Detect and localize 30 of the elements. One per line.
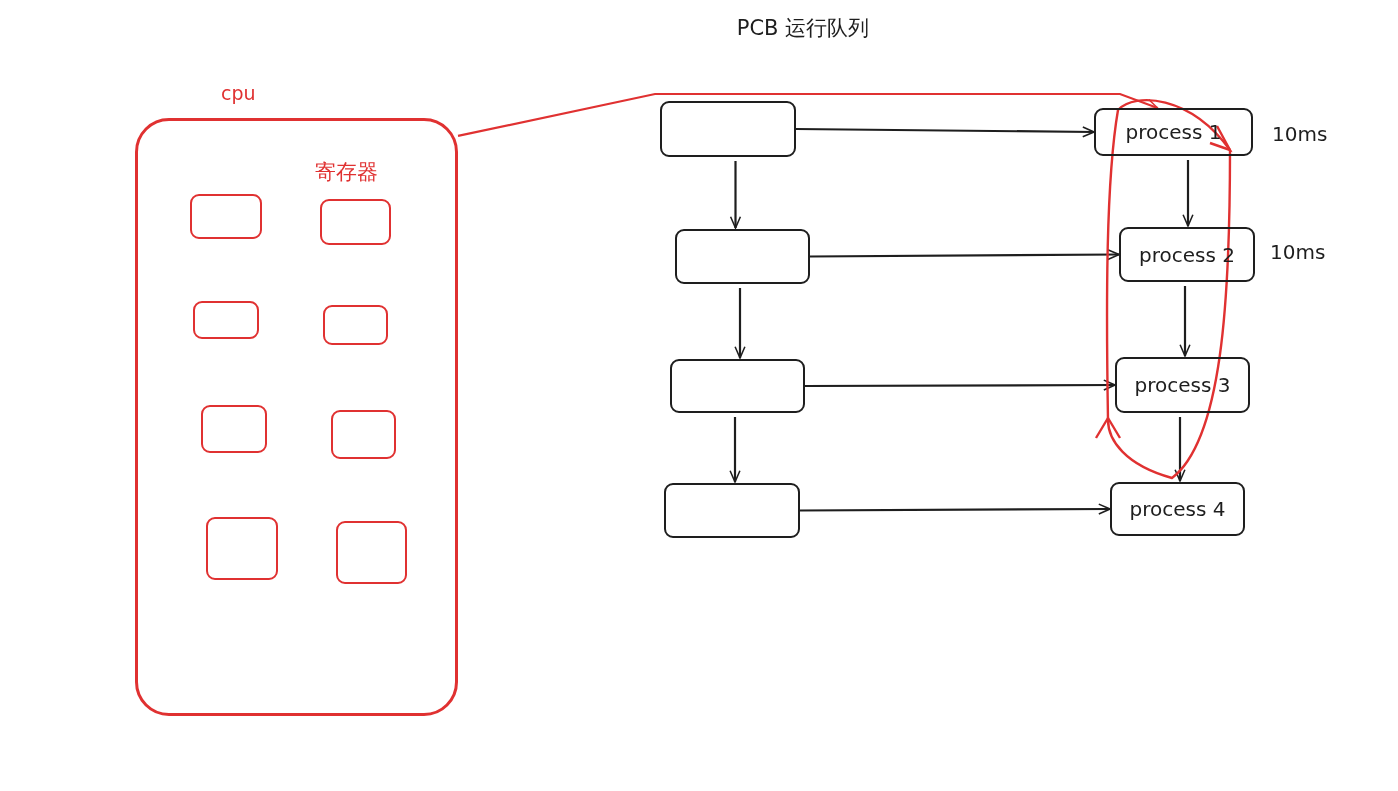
- arrow: [800, 503, 1111, 515]
- arrow: [1179, 286, 1191, 357]
- register-box: [331, 410, 396, 459]
- process-box: process 4: [1110, 482, 1245, 536]
- queue-box: [660, 101, 796, 157]
- arrow: [1182, 160, 1194, 227]
- queue-box: [670, 359, 805, 413]
- queue-box: [675, 229, 810, 284]
- register-box: [193, 301, 259, 339]
- duration-label: 10ms: [1270, 240, 1326, 264]
- arrow: [729, 417, 741, 483]
- register-box: [323, 305, 388, 345]
- register-box: [201, 405, 267, 453]
- register-box: [190, 194, 262, 239]
- arrow: [796, 126, 1095, 138]
- arrow: [805, 379, 1116, 391]
- queue-box: [664, 483, 800, 538]
- arrow: [457, 92, 1159, 137]
- arrow: [729, 161, 742, 229]
- arrow: [1174, 417, 1186, 482]
- register-box: [336, 521, 407, 584]
- arrow: [810, 248, 1120, 261]
- register-label: 寄存器: [315, 159, 378, 186]
- arrow: [734, 288, 746, 359]
- diagram-title: PCB 运行队列: [735, 15, 871, 42]
- register-box: [206, 517, 278, 580]
- box-heading: cpu: [221, 82, 256, 104]
- process-box: process 3: [1115, 357, 1250, 413]
- duration-label: 10ms: [1272, 122, 1328, 146]
- register-box: [320, 199, 391, 245]
